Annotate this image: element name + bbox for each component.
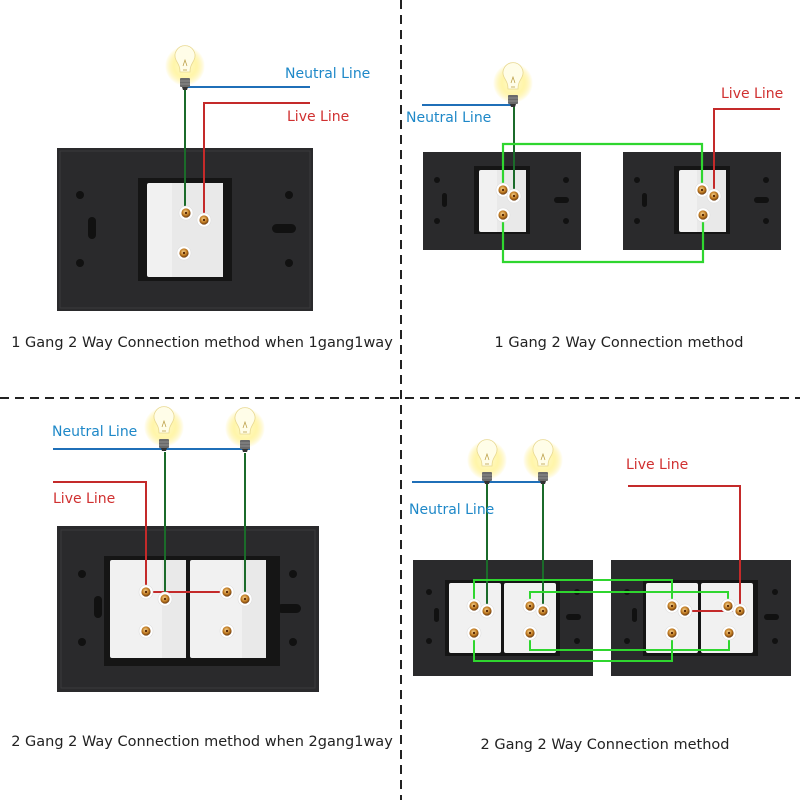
switch-module-2: [190, 560, 266, 658]
terminal-l1: [219, 584, 235, 600]
terminal-l2: [219, 623, 235, 639]
terminal-l2: [138, 623, 154, 639]
neutral-line-label: Neutral Line: [409, 502, 494, 518]
light-bulb-icon: [466, 439, 508, 485]
live-line-label: Live Line: [626, 457, 688, 473]
live-wire: [53, 481, 147, 592]
light-bulb-icon: [224, 407, 266, 453]
traveler-wire-2-bottom: [529, 633, 730, 651]
switch-plate-left: [413, 560, 593, 676]
panel-caption: 1 Gang 2 Way Connection method: [495, 335, 744, 351]
panel-caption: 1 Gang 2 Way Connection method when 1gan…: [11, 335, 393, 351]
light-bulb-icon: [164, 45, 206, 91]
terminal-common: [706, 188, 722, 204]
light-bulb-icon: [143, 406, 185, 452]
terminal-l2: [522, 625, 538, 641]
live-line-label: Live Line: [721, 86, 783, 102]
terminal-common: [677, 603, 693, 619]
panel-1gang-1way: Neutral Line Live Line 1 Gang 2 Way Conn…: [11, 45, 393, 351]
terminal-l2: [721, 625, 737, 641]
terminal-l2: [495, 207, 511, 223]
live-wire: [713, 108, 780, 196]
live-wire: [628, 485, 741, 611]
live-wire: [203, 102, 310, 220]
terminal-l2: [664, 625, 680, 641]
terminal-common: [157, 591, 173, 607]
terminal-l2: [466, 625, 482, 641]
panel-caption: 2 Gang 2 Way Connection method when 2gan…: [11, 734, 393, 750]
panel-2gang-2way: Neutral Line Live Line 2 Gang 2 Way Conn…: [409, 439, 791, 753]
live-line-label: Live Line: [53, 491, 115, 507]
panel-2gang-1way: Neutral Line Live Line 2 Gang 2 Way Conn…: [11, 406, 393, 750]
switch-plate-right: [611, 560, 791, 676]
traveler-wire-1-bottom: [473, 633, 673, 662]
switch-module-1: [110, 560, 186, 658]
terminal-common: [178, 205, 194, 221]
terminal-common: [479, 603, 495, 619]
traveler-wire-bottom: [501, 215, 705, 264]
light-bulb-icon: [492, 62, 534, 108]
terminal-l2: [176, 245, 192, 261]
terminal-l1: [466, 598, 482, 614]
terminal-l1: [664, 598, 680, 614]
terminal-l2: [695, 207, 711, 223]
switch-plate: [57, 526, 319, 692]
neutral-line-label: Neutral Line: [52, 424, 137, 440]
terminal-common: [732, 603, 748, 619]
neutral-line-label: Neutral Line: [285, 66, 370, 82]
traveler-wire-2-top: [529, 591, 729, 604]
light-bulb-icon: [522, 439, 564, 485]
terminal-l1: [138, 584, 154, 600]
traveler-wire-top: [501, 142, 704, 190]
terminal-l1: [196, 212, 212, 228]
panel-1gang-2way: Neutral Line Live Line 1 Gang 2 Way Conn…: [406, 62, 783, 351]
panel-caption: 2 Gang 2 Way Connection method: [481, 737, 730, 753]
live-line-label: Live Line: [287, 109, 349, 125]
neutral-line-label: Neutral Line: [406, 110, 491, 126]
terminal-common: [237, 591, 253, 607]
terminal-common: [506, 188, 522, 204]
terminal-l1: [522, 598, 538, 614]
terminal-common: [535, 603, 551, 619]
